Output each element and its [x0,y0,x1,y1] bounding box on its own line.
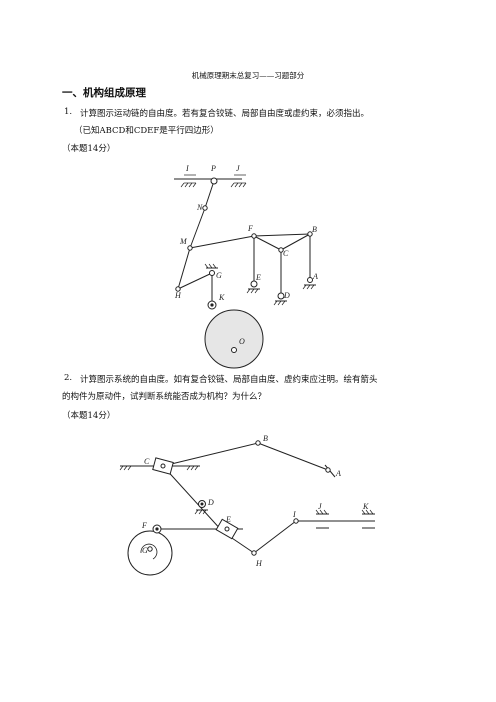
q1-note: （已知ABCD和CDEF是平行四边形） [74,126,219,136]
q1-number: 1. [64,107,73,117]
label-H: H [255,559,263,568]
q1-mechanism-diagram: I P J N M F B C G E A H D K O [174,164,318,369]
label-D: D [283,291,290,300]
label-I: I [185,164,189,173]
label-K: K [218,293,225,302]
q1-text: 计算图示运动链的自由度。若有复合铰链、局部自由度或虚约束，必须指出。 [80,109,370,119]
label-N: N [196,203,203,212]
q1-score: （本题14分） [62,144,116,154]
section-title: 一、机构组成原理 [62,87,146,99]
label-J: J [236,164,240,173]
label-I: I [292,510,296,519]
label-B: B [263,434,268,443]
label-G: G [216,271,222,280]
label-M: M [179,237,188,246]
label-P: P [210,164,216,173]
label-K: K [362,502,369,511]
q2-line2: 的构件为原动件，试判断系统能否成为机构？为什么？ [62,392,267,402]
label-H: H [174,291,182,300]
label-E: E [225,515,231,524]
label-A: A [335,469,341,478]
label-C: C [283,249,289,258]
label-G: G [142,546,148,555]
label-J: J [318,502,322,511]
label-D: D [207,498,214,507]
q2-line1: 计算图示系统的自由度。如有复合铰链、局部自由度、虚约束应注明。绘有箭头 [80,375,378,385]
q2-number: 2. [64,373,73,383]
label-F: F [141,521,147,530]
label-F: F [247,224,253,233]
label-O: O [239,337,245,346]
label-E: E [255,273,261,282]
label-A: A [312,272,318,281]
label-C: C [144,457,150,466]
page-header: 机械原理期末总复习——习题部分 [191,71,305,80]
q2-mechanism-diagram: B C A D E F G I J K H [119,434,375,576]
label-B: B [312,225,317,234]
q2-score: （本题14分） [62,411,116,421]
